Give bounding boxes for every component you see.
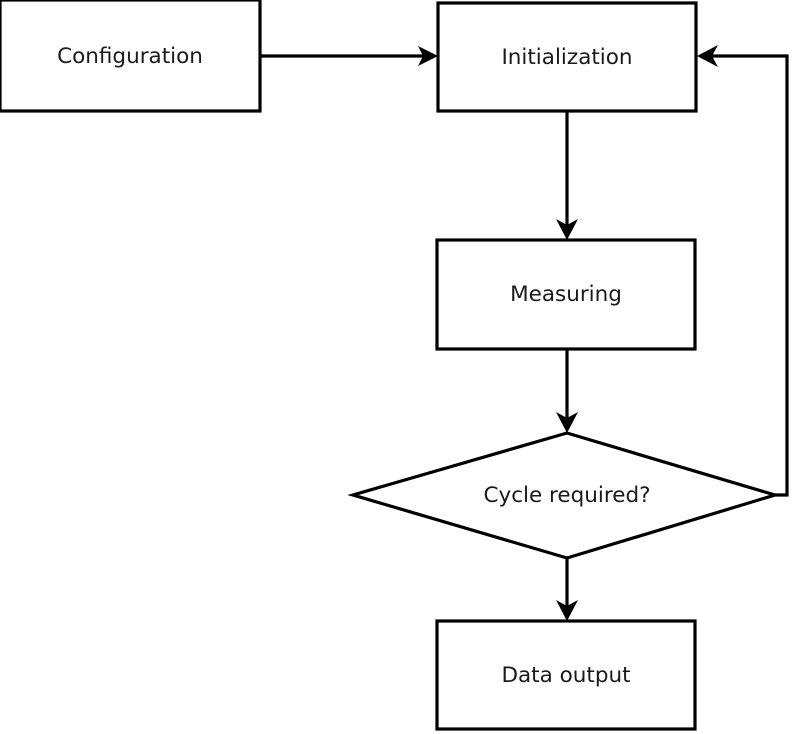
node-configuration[interactable]: Configuration	[0, 0, 262, 113]
node-label-initialization: Initialization	[501, 45, 632, 70]
arrowhead-right-icon	[418, 46, 438, 66]
node-label-measuring: Measuring	[510, 282, 622, 307]
edge-initialization-to-measuring	[556, 111, 578, 240]
node-shape-rectangle	[436, 1, 698, 113]
edge-line	[704, 54, 789, 497]
arrowhead-left-icon	[697, 45, 718, 67]
node-label-cycle-required: Cycle required?	[483, 483, 650, 508]
node-shape-rectangle	[435, 619, 697, 731]
node-layer: Configuration Initialization Measuring C…	[0, 0, 781, 731]
edge-cycle-required-to-data-output	[556, 558, 578, 621]
node-shape-rectangle	[0, 0, 262, 113]
arrowhead-down-icon	[556, 219, 578, 240]
node-cycle-required[interactable]: Cycle required?	[347, 431, 781, 560]
node-label-data-output: Data output	[501, 663, 630, 688]
node-shape-diamond	[347, 431, 781, 560]
node-label-configuration: Configuration	[57, 44, 203, 69]
edge-layer	[260, 45, 789, 621]
node-initialization[interactable]: Initialization	[436, 1, 698, 113]
edge-cycle-required-to-initialization-feedback	[697, 45, 789, 497]
edge-configuration-to-initialization	[260, 46, 438, 66]
node-measuring[interactable]: Measuring	[435, 238, 697, 351]
arrowhead-down-icon	[556, 412, 578, 433]
arrowhead-down-icon	[556, 600, 578, 621]
node-data-output[interactable]: Data output	[435, 619, 697, 731]
node-shape-rectangle	[435, 238, 697, 351]
edge-measuring-to-cycle-required	[556, 349, 578, 433]
